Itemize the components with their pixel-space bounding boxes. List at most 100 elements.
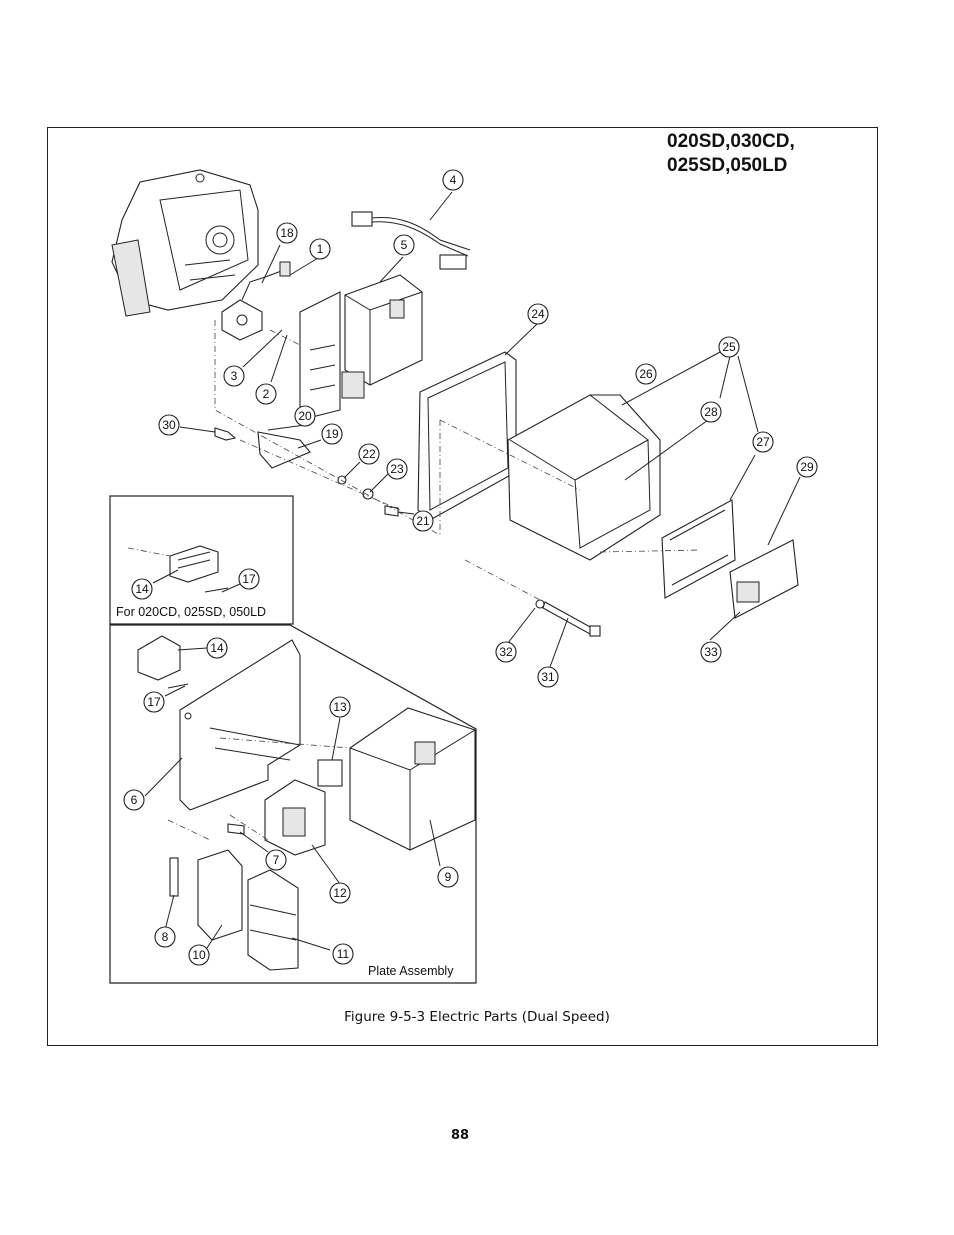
callout-circle <box>393 234 415 256</box>
label-plate-part <box>729 539 799 619</box>
callout-circle <box>329 882 351 904</box>
callout-label: 11 <box>337 947 350 961</box>
callout-circle <box>718 336 740 358</box>
callout-circle <box>158 414 180 436</box>
callout-c30: 30 <box>158 414 180 436</box>
callout-circle <box>796 456 818 478</box>
inset-top-box: For 020CD, 025SD, 050LD <box>109 495 294 625</box>
callout-label: 5 <box>401 238 408 252</box>
callout-c17a: 17 <box>238 568 260 590</box>
callout-circle <box>255 383 277 405</box>
callout-circle <box>265 849 287 871</box>
callout-circle <box>309 238 331 260</box>
callout-circle <box>276 222 298 244</box>
callout-circle <box>495 641 517 663</box>
callout-label: 14 <box>210 641 224 655</box>
callout-c18: 18 <box>276 222 298 244</box>
callout-label: 12 <box>333 886 347 900</box>
callout-label: 20 <box>298 409 312 423</box>
callout-label: 22 <box>362 447 376 461</box>
callout-c14a: 14 <box>131 578 153 600</box>
callout-c21: 21 <box>412 510 434 532</box>
callout-label: 32 <box>499 645 513 659</box>
callout-circle <box>537 666 559 688</box>
callout-c7: 7 <box>265 849 287 871</box>
callout-c5: 5 <box>393 234 415 256</box>
cover-part <box>507 394 661 561</box>
callout-circle <box>412 510 434 532</box>
callout-label: 17 <box>242 572 256 586</box>
callout-c4: 4 <box>442 169 464 191</box>
callout-circle <box>442 169 464 191</box>
callout-label: 13 <box>333 700 347 714</box>
model-title: 020SD,030CD, 025SD,050LD <box>667 130 795 178</box>
callout-c19: 19 <box>321 423 343 445</box>
callout-label: 10 <box>192 948 206 962</box>
callout-label: 9 <box>445 870 452 884</box>
callout-label: 6 <box>131 793 138 807</box>
rating-plate-part <box>661 499 736 599</box>
model-title-line2: 025SD,050LD <box>667 155 788 176</box>
figure-caption: Figure 9-5-3 Electric Parts (Dual Speed) <box>344 1009 610 1025</box>
callout-label: 33 <box>704 645 718 659</box>
callout-label: 30 <box>162 418 176 432</box>
callout-c29: 29 <box>796 456 818 478</box>
callout-circle <box>143 691 165 713</box>
callout-c26: 26 <box>635 363 657 385</box>
callout-c31: 31 <box>537 666 559 688</box>
page-number: 88 <box>450 1128 470 1143</box>
figure-frame <box>47 127 878 1046</box>
callout-circle <box>358 443 380 465</box>
callout-circle <box>154 926 176 948</box>
small-fasteners-part <box>214 427 399 517</box>
callout-circle <box>238 568 260 590</box>
callout-label: 23 <box>390 462 404 476</box>
callout-c13: 13 <box>329 696 351 718</box>
callout-label: 4 <box>450 173 457 187</box>
callout-circle <box>188 944 210 966</box>
callout-circle <box>752 431 774 453</box>
callout-circle <box>437 866 459 888</box>
wire-harness-part <box>351 211 471 270</box>
callout-label: 27 <box>756 435 770 449</box>
callout-c33: 33 <box>700 641 722 663</box>
callout-circle <box>329 696 351 718</box>
callout-label: 7 <box>273 853 280 867</box>
leader-lines <box>144 191 801 951</box>
callout-circle <box>294 405 316 427</box>
callout-circle <box>206 637 228 659</box>
inset-bottom-label: Plate Assembly <box>368 964 454 978</box>
callout-c23: 23 <box>386 458 408 480</box>
callout-c12: 12 <box>329 882 351 904</box>
callout-label: 19 <box>325 427 339 441</box>
callout-c28: 28 <box>700 401 722 423</box>
assembly-lines <box>214 320 701 601</box>
callout-c8: 8 <box>154 926 176 948</box>
callout-circle <box>321 423 343 445</box>
callout-c17b: 17 <box>143 691 165 713</box>
callout-c32: 32 <box>495 641 517 663</box>
callout-circle <box>527 303 549 325</box>
model-title-line1: 020SD,030CD, <box>667 131 795 152</box>
callout-c20: 20 <box>294 405 316 427</box>
callout-c10: 10 <box>188 944 210 966</box>
callout-label: 31 <box>541 670 555 684</box>
inset-bottom-box: Plate Assembly <box>109 624 477 984</box>
callout-c6: 6 <box>123 789 145 811</box>
callout-c1: 1 <box>309 238 331 260</box>
callout-circle <box>123 789 145 811</box>
callout-label: 3 <box>231 369 238 383</box>
callout-circle <box>700 641 722 663</box>
callout-circle <box>131 578 153 600</box>
callout-label: 26 <box>639 367 653 381</box>
callout-label: 21 <box>416 514 430 528</box>
callout-circle <box>223 365 245 387</box>
callout-label: 24 <box>531 307 545 321</box>
callout-label: 28 <box>704 405 718 419</box>
callout-label: 25 <box>722 340 736 354</box>
callout-c9: 9 <box>437 866 459 888</box>
callout-label: 8 <box>162 930 169 944</box>
callout-c25: 25 <box>718 336 740 358</box>
callout-c11: 11 <box>332 943 354 965</box>
